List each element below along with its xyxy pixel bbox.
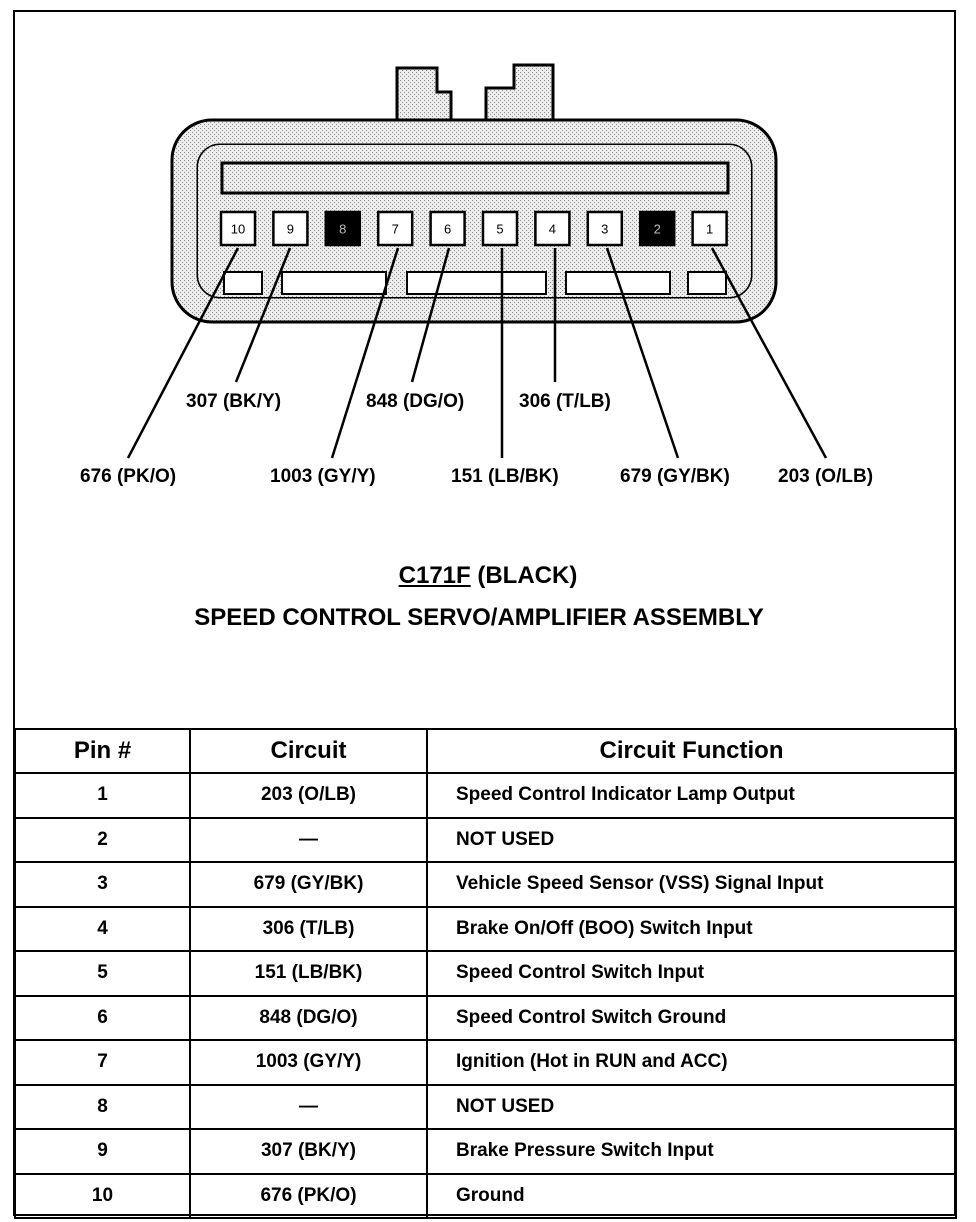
function-cell: Vehicle Speed Sensor (VSS) Signal Input xyxy=(426,861,957,908)
pin-cavity xyxy=(481,210,519,247)
pin-number-label: 2 xyxy=(654,222,661,237)
function-cell: Speed Control Switch Ground xyxy=(426,994,957,1041)
locking-tabs xyxy=(395,63,555,122)
pin-number-cell: 9 xyxy=(14,1128,191,1175)
wire-label-pin7: 1003 (GY/Y) xyxy=(270,466,376,487)
leader-lines xyxy=(126,247,828,459)
pin-cavities: 10 9 8 7 6 5 4 3 2 1 xyxy=(219,210,728,247)
pin-number-label: 4 xyxy=(549,222,556,237)
circuit-cell: 1003 (GY/Y) xyxy=(189,1039,428,1086)
circuit-cell: — xyxy=(189,1083,428,1130)
pin-cavity xyxy=(376,210,414,247)
table-row: 5 151 (LB/BK) Speed Control Switch Input xyxy=(14,950,957,997)
function-cell: NOT USED xyxy=(426,816,957,863)
pin-cavity xyxy=(534,210,571,247)
table-row: 8 — NOT USED xyxy=(14,1083,957,1130)
pin-number-cell: 3 xyxy=(14,861,191,908)
header-circuit: Circuit xyxy=(189,728,428,774)
header-pin: Pin # xyxy=(14,728,191,774)
table-row: 10 676 (PK/O) Ground xyxy=(14,1172,957,1219)
wire-label-pin5: 151 (LB/BK) xyxy=(451,466,559,487)
function-cell: Brake On/Off (BOO) Switch Input xyxy=(426,905,957,952)
circuit-cell: 307 (BK/Y) xyxy=(189,1128,428,1175)
connector-color: (BLACK) xyxy=(477,562,578,589)
table-row: 9 307 (BK/Y) Brake Pressure Switch Input xyxy=(14,1128,957,1175)
table-header-row: Pin # Circuit Circuit Function xyxy=(14,728,957,774)
pin-number-cell: 7 xyxy=(14,1039,191,1086)
function-cell: Ignition (Hot in RUN and ACC) xyxy=(426,1039,957,1086)
pin-number-label: 1 xyxy=(706,222,713,237)
pin-number-label: 6 xyxy=(444,222,451,237)
table-row: 1 203 (O/LB) Speed Control Indicator Lam… xyxy=(14,772,957,819)
pin-number-cell: 5 xyxy=(14,950,191,997)
pin-number-label: 7 xyxy=(392,222,399,237)
wire-labels: 676 (PK/O) 307 (BK/Y) 1003 (GY/Y) 848 (D… xyxy=(80,391,873,487)
circuit-cell: — xyxy=(189,816,428,863)
pin-cavity-unused xyxy=(324,210,362,247)
pin-number-cell: 1 xyxy=(14,772,191,819)
pin-cavity xyxy=(219,210,257,247)
wire-label-pin3: 679 (GY/BK) xyxy=(620,466,730,487)
circuit-cell: 848 (DG/O) xyxy=(189,994,428,1041)
pin-cavity xyxy=(429,210,466,247)
pin-number-cell: 2 xyxy=(14,816,191,863)
wire-label-pin4: 306 (T/LB) xyxy=(519,391,611,412)
header-circuit-function: Circuit Function xyxy=(426,728,957,774)
pin-number-label: 10 xyxy=(231,222,245,237)
function-cell: Brake Pressure Switch Input xyxy=(426,1128,957,1175)
leader-line-pin9 xyxy=(234,247,292,383)
circuit-cell: 676 (PK/O) xyxy=(189,1172,428,1219)
connector-housing xyxy=(170,118,778,324)
leader-line-pin7 xyxy=(330,247,400,459)
circuit-cell: 151 (LB/BK) xyxy=(189,950,428,997)
table-row: 6 848 (DG/O) Speed Control Switch Ground xyxy=(14,994,957,1041)
pin-number-cell: 10 xyxy=(14,1172,191,1219)
function-cell: Speed Control Switch Input xyxy=(426,950,957,997)
circuit-cell: 306 (T/LB) xyxy=(189,905,428,952)
connector-id: C171F xyxy=(398,562,471,589)
wire-label-pin9: 307 (BK/Y) xyxy=(186,391,281,412)
connector-title: C171F (BLACK) xyxy=(0,562,976,590)
pin-number-cell: 4 xyxy=(14,905,191,952)
pin-cavity xyxy=(586,210,624,247)
pin-number-cell: 8 xyxy=(14,1083,191,1130)
wire-label-pin6: 848 (DG/O) xyxy=(366,391,464,412)
assembly-name: SPEED CONTROL SERVO/AMPLIFIER ASSEMBLY xyxy=(194,604,764,631)
table-row: 3 679 (GY/BK) Vehicle Speed Sensor (VSS)… xyxy=(14,861,957,908)
pin-table: Pin # Circuit Circuit Function 1 203 (O/… xyxy=(14,728,957,1219)
pin-number-label: 8 xyxy=(339,222,346,237)
pin-number-cell: 6 xyxy=(14,994,191,1041)
leader-line-pin6 xyxy=(410,247,451,383)
table-row: 2 — NOT USED xyxy=(14,816,957,863)
table-row: 7 1003 (GY/Y) Ignition (Hot in RUN and A… xyxy=(14,1039,957,1086)
connector-diagram: 10 9 8 7 6 5 4 3 2 1 676 (PK/O) 307 (BK/Y) 1003 (… xyxy=(80,63,873,487)
pin-cavity xyxy=(691,210,728,247)
leader-line-pin3 xyxy=(605,247,680,459)
pin-cavity-unused xyxy=(638,210,676,247)
wire-label-pin1: 203 (O/LB) xyxy=(778,466,873,487)
pin-cavity xyxy=(272,210,309,247)
pin-number-label: 5 xyxy=(496,222,503,237)
circuit-cell: 203 (O/LB) xyxy=(189,772,428,819)
leader-line-pin1 xyxy=(710,247,828,459)
leader-line-pin10 xyxy=(126,247,240,459)
circuit-cell: 679 (GY/BK) xyxy=(189,861,428,908)
function-cell: Speed Control Indicator Lamp Output xyxy=(426,772,957,819)
function-cell: Ground xyxy=(426,1172,957,1219)
pin-number-label: 9 xyxy=(287,222,294,237)
pin-number-label: 3 xyxy=(601,222,608,237)
wire-label-pin10: 676 (PK/O) xyxy=(80,466,176,487)
function-cell: NOT USED xyxy=(426,1083,957,1130)
table-row: 4 306 (T/LB) Brake On/Off (BOO) Switch I… xyxy=(14,905,957,952)
